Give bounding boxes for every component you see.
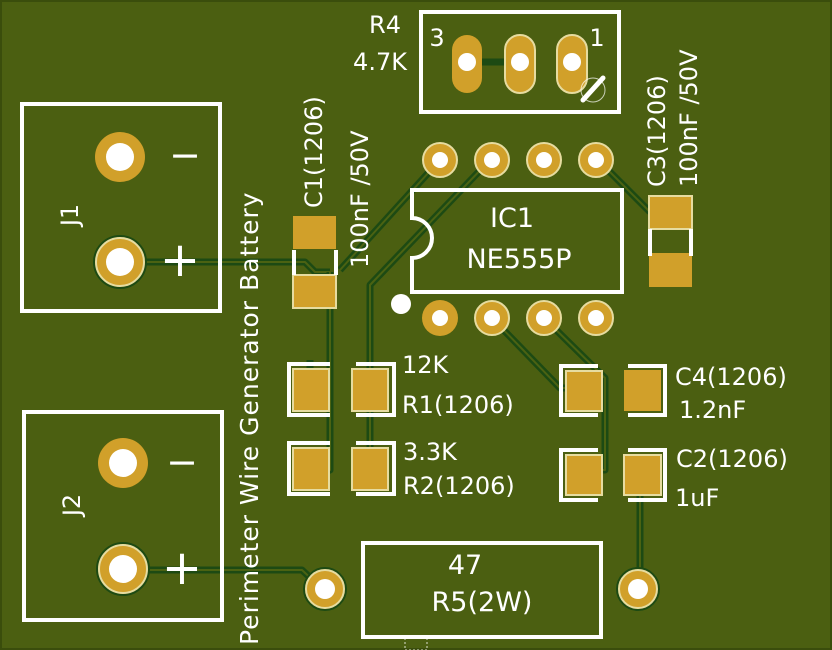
r1-pad-2[interactable] xyxy=(351,368,389,412)
capacitor-c3: C3(1206) 100nF /50V xyxy=(643,49,703,287)
ic1-outline xyxy=(410,188,624,294)
c2-value-label: 1uF xyxy=(675,484,719,512)
resistor-r1: 12K R1(1206) xyxy=(287,351,514,419)
r4-outline xyxy=(419,10,621,114)
capacitor-c4: C4(1206) 1.2nF xyxy=(559,363,787,424)
c2-pad-2[interactable] xyxy=(623,454,662,496)
r2-value-label: 3.3K xyxy=(403,438,458,466)
capacitor-c2: C2(1206) 1uF xyxy=(559,445,788,512)
r2-pad-2[interactable] xyxy=(351,447,389,491)
c3-ref-label: C3(1206) xyxy=(643,75,671,187)
r5-value-label: 47 xyxy=(448,550,482,581)
c2-ref-label: C2(1206) xyxy=(676,445,788,473)
j2-ref-label: J2 xyxy=(58,494,86,518)
j1-minus-label: − xyxy=(169,133,201,177)
j2-minus-label: − xyxy=(166,440,198,484)
c4-outline-left xyxy=(559,364,598,417)
r4-pin3-label: 3 xyxy=(429,24,444,52)
j2-outline xyxy=(22,410,224,622)
c1-pad-1[interactable] xyxy=(293,216,336,249)
c3-pad-1[interactable] xyxy=(648,195,693,230)
connector-j2: − + J2 xyxy=(22,410,224,622)
ic-ic1: IC1 NE555P xyxy=(391,142,624,336)
r1-outline-left xyxy=(287,362,330,417)
ic1-ref-label: IC1 xyxy=(490,203,534,234)
c2-outline-right xyxy=(628,448,667,502)
r1-ref-label: R1(1206) xyxy=(402,391,514,419)
c2-pad-1[interactable] xyxy=(565,454,603,496)
r2-pad-1[interactable] xyxy=(292,447,330,491)
c3-pad-2[interactable] xyxy=(649,253,692,287)
j2-plus-label: + xyxy=(162,540,202,596)
c4-ref-label: C4(1206) xyxy=(675,363,787,391)
j1-plus-label: + xyxy=(160,232,200,288)
j1-outline xyxy=(20,102,222,313)
c4-pad-1[interactable] xyxy=(565,370,603,412)
connector-j1: − + J1 xyxy=(20,102,222,313)
r4-pin1-label: 1 xyxy=(589,24,604,52)
trimmer-r4: 3 1 R4 4.7K xyxy=(353,10,621,114)
r1-value-label: 12K xyxy=(402,351,450,379)
c1-ref-label: C1(1206) xyxy=(300,96,328,208)
capacitor-c1: C1(1206) 100nF /50V xyxy=(292,96,374,309)
trace-j1-c1 xyxy=(120,258,330,276)
resistor-r2: 3.3K R2(1206) xyxy=(287,438,515,500)
c3-value-label: 100nF /50V xyxy=(675,49,703,187)
resistor-r5: 47 R5(2W) xyxy=(303,541,660,639)
r2-outline-right xyxy=(356,441,396,496)
r2-outline-left xyxy=(287,441,330,496)
c4-outline-right xyxy=(628,364,667,417)
r1-pad-1[interactable] xyxy=(292,368,330,412)
r4-value-label: 4.7K xyxy=(353,48,408,76)
r2-ref-label: R2(1206) xyxy=(403,472,515,500)
c4-pad-2[interactable] xyxy=(624,370,661,411)
board-side-label: Perimeter Wire Generator Battery xyxy=(235,191,264,645)
r1-outline-right xyxy=(356,362,396,417)
j1-ref-label: J1 xyxy=(56,204,84,228)
ic1-pin1-marker xyxy=(391,294,411,314)
r5-outline xyxy=(361,541,603,639)
c2-outline-left xyxy=(559,448,598,502)
origin-marker xyxy=(404,635,428,650)
c1-pad-2[interactable] xyxy=(292,274,337,309)
c1-value-label: 100nF /50V xyxy=(346,130,374,268)
c4-value-label: 1.2nF xyxy=(679,396,746,424)
r4-ref-label: R4 xyxy=(369,11,401,39)
r5-ref-label: R5(2W) xyxy=(432,587,533,618)
r4-adjust-icon xyxy=(580,77,606,103)
ic1-value-label: NE555P xyxy=(466,244,571,275)
